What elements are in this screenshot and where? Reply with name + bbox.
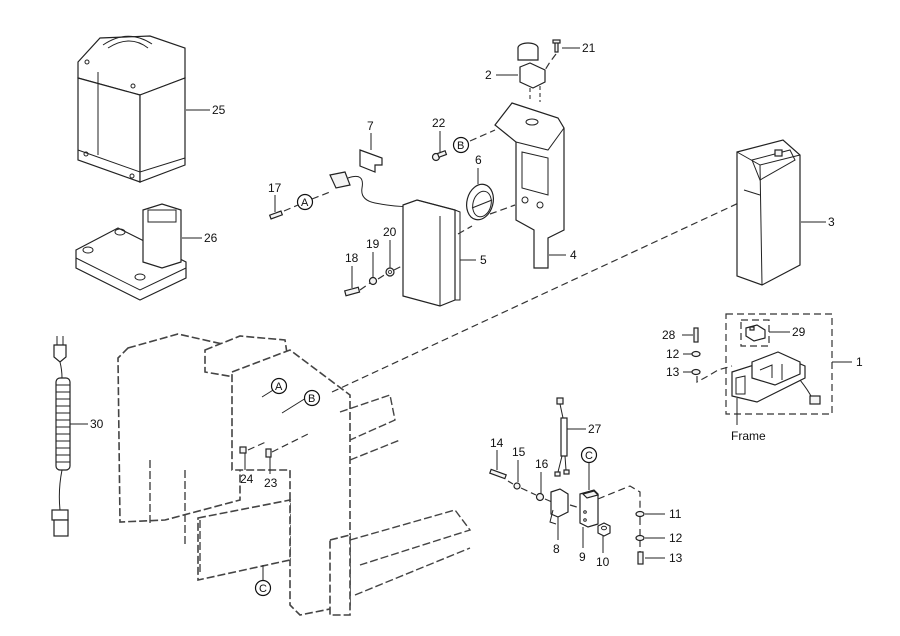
label-21: 21 bbox=[582, 41, 596, 55]
label-5: 5 bbox=[480, 253, 487, 267]
mounting-plate-part-4 bbox=[494, 102, 565, 269]
key-switch-part-2 bbox=[517, 42, 546, 102]
part-1-group-box bbox=[725, 313, 833, 415]
alignment-line-8-9 bbox=[569, 504, 581, 509]
screw-part-13-bottom bbox=[637, 551, 644, 565]
marker-c-bracket-text: C bbox=[585, 450, 593, 462]
cable-part-27 bbox=[554, 397, 570, 477]
alignment-line-28 bbox=[696, 365, 733, 384]
label-14: 14 bbox=[490, 436, 504, 450]
alignment-line-17 bbox=[283, 191, 331, 212]
horn-part-6 bbox=[466, 183, 494, 221]
marker-b-top bbox=[452, 136, 470, 154]
label-4: 4 bbox=[570, 248, 577, 262]
label-10: 10 bbox=[596, 555, 610, 569]
screw-part-17 bbox=[268, 210, 284, 220]
label-2: 2 bbox=[485, 68, 492, 82]
label-28: 28 bbox=[662, 328, 676, 342]
switch-bracket-part-9 bbox=[579, 489, 600, 528]
bolt-part-14 bbox=[489, 468, 507, 480]
washer-part-20 bbox=[385, 267, 395, 277]
label-1: 1 bbox=[856, 355, 863, 369]
bracket-part-7 bbox=[359, 149, 383, 173]
washer-part-12-bottom bbox=[635, 534, 645, 542]
power-cord-part-30 bbox=[51, 336, 71, 537]
label-20: 20 bbox=[383, 225, 397, 239]
alignment-line-6 bbox=[457, 204, 516, 235]
screw-part-24 bbox=[239, 446, 247, 454]
frame-annotation: Frame bbox=[731, 429, 766, 443]
marker-a-top-text: A bbox=[301, 197, 309, 209]
leader-marker-b-frame bbox=[281, 397, 307, 414]
screw-alignment-lines bbox=[247, 433, 309, 453]
box-part-5 bbox=[402, 199, 461, 307]
label-26: 26 bbox=[204, 231, 218, 245]
label-25: 25 bbox=[212, 103, 226, 117]
label-13-bottom: 13 bbox=[669, 551, 683, 565]
charger-module-part-1 bbox=[731, 351, 821, 405]
alignment-line-18-20 bbox=[359, 265, 403, 291]
microswitch-part-8 bbox=[549, 488, 569, 525]
washer-part-16 bbox=[535, 492, 545, 502]
alignment-line-22 bbox=[469, 129, 496, 142]
label-8: 8 bbox=[553, 542, 560, 556]
marker-c-bracket bbox=[580, 446, 598, 464]
washer-part-11 bbox=[635, 510, 645, 518]
battery-pack-part-25 bbox=[77, 35, 186, 183]
label-30: 30 bbox=[90, 417, 104, 431]
screw-part-21 bbox=[552, 39, 561, 53]
part-29-group-box bbox=[740, 319, 770, 347]
marker-b-frame-text: B bbox=[308, 393, 315, 405]
label-9: 9 bbox=[579, 550, 586, 564]
marker-b-frame bbox=[303, 389, 321, 407]
label-19: 19 bbox=[366, 237, 380, 251]
label-11: 11 bbox=[669, 507, 682, 521]
label-23: 23 bbox=[264, 476, 278, 490]
battery-cover-part-3 bbox=[736, 139, 801, 286]
marker-c-frame bbox=[254, 579, 272, 597]
marker-c-frame-text: C bbox=[259, 583, 267, 595]
washer-part-13-top bbox=[691, 368, 701, 376]
label-12-top: 12 bbox=[666, 347, 680, 361]
label-27: 27 bbox=[588, 422, 602, 436]
washer-part-19 bbox=[368, 276, 378, 286]
label-17: 17 bbox=[268, 181, 282, 195]
label-6: 6 bbox=[475, 153, 482, 167]
label-15: 15 bbox=[512, 445, 526, 459]
machine-frame-ghost bbox=[117, 333, 472, 616]
washer-part-15 bbox=[513, 482, 521, 490]
marker-a-frame bbox=[270, 377, 288, 395]
label-12-bottom: 12 bbox=[669, 531, 683, 545]
label-3: 3 bbox=[828, 215, 835, 229]
marker-b-top-text: B bbox=[457, 140, 464, 152]
alignment-line-21 bbox=[544, 53, 557, 71]
alignment-line-9-right bbox=[597, 485, 641, 518]
washer-part-12-top bbox=[691, 350, 701, 358]
screw-part-23 bbox=[265, 448, 272, 458]
label-18: 18 bbox=[345, 251, 359, 265]
label-22: 22 bbox=[432, 116, 446, 130]
label-24: 24 bbox=[240, 472, 254, 486]
label-29: 29 bbox=[792, 325, 806, 339]
marker-a-frame-text: A bbox=[275, 381, 283, 393]
screw-part-22 bbox=[431, 149, 448, 162]
marker-a-top bbox=[296, 193, 314, 211]
nut-part-10 bbox=[597, 522, 611, 537]
label-7: 7 bbox=[367, 119, 374, 133]
charger-base-part-26 bbox=[75, 203, 187, 301]
alignment-line-frame-to-cover bbox=[331, 193, 759, 393]
connector-part-29 bbox=[745, 324, 766, 342]
screw-part-18 bbox=[343, 286, 361, 297]
label-13-top: 13 bbox=[666, 365, 680, 379]
label-16: 16 bbox=[535, 457, 549, 471]
screw-part-28 bbox=[693, 327, 699, 343]
